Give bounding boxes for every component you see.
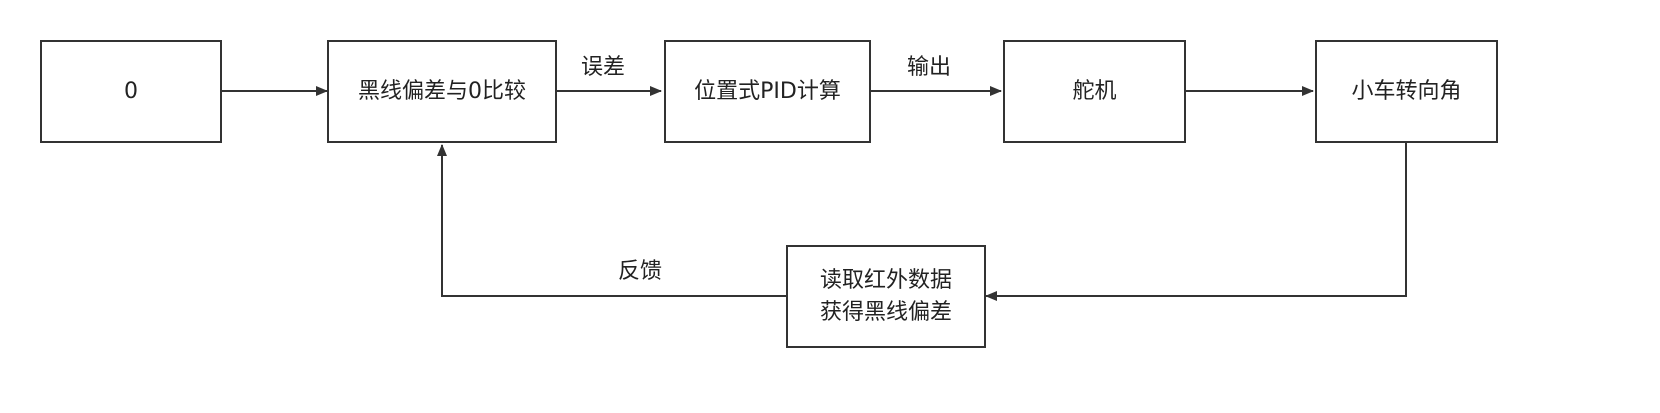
steering-label: 小车转向角 <box>1351 78 1462 104</box>
sensor-label-line1: 读取红外数据 <box>819 267 952 293</box>
compare-label: 黑线偏差与0比较 <box>358 78 526 104</box>
servo-label: 舵机 <box>1072 78 1117 104</box>
pid-label: 位置式PID计算 <box>694 78 841 104</box>
setpoint-label: 0 <box>124 78 138 104</box>
error-label: 误差 <box>581 55 626 80</box>
pid-block: 位置式PID计算 <box>664 40 871 143</box>
servo-block: 舵机 <box>1003 40 1186 143</box>
feedback-label: 反馈 <box>618 259 663 284</box>
steering-block: 小车转向角 <box>1315 40 1498 143</box>
arrow-sensor-to-compare <box>437 144 786 297</box>
arrow-steering-to-sensor <box>985 143 1407 301</box>
output-label: 输出 <box>907 55 952 80</box>
sensor-block: 读取红外数据 获得黑线偏差 <box>786 245 986 348</box>
setpoint-block: 0 <box>40 40 222 143</box>
compare-block: 黑线偏差与0比较 <box>327 40 557 143</box>
sensor-label-line2: 获得黑线偏差 <box>819 299 952 325</box>
